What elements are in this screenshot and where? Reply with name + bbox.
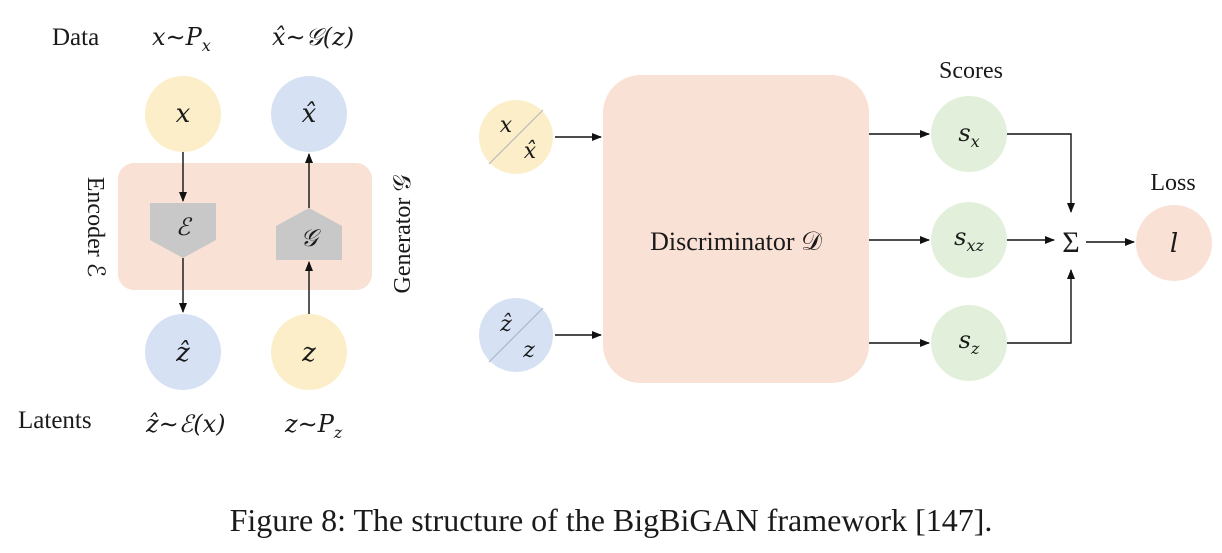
input-top-xhat: x̂ xyxy=(524,139,537,164)
loss-node xyxy=(1136,205,1212,281)
discriminator-block xyxy=(603,75,869,383)
scores-title: Scores xyxy=(939,58,1003,84)
score-sz xyxy=(931,305,1007,381)
figure-caption: Figure 8: The structure of the BigBiGAN … xyxy=(230,502,993,538)
discriminator-label: Discriminator 𝒟 xyxy=(650,227,822,256)
score-sxz-label: sxz xyxy=(954,223,984,255)
input-top-divider xyxy=(488,109,544,165)
latent-z-distribution: z∼Pz xyxy=(284,410,343,442)
latent-zhat-distribution: ẑ∼ℰ(x) xyxy=(145,410,226,438)
encoder-block xyxy=(150,203,216,258)
encoder-symbol: ℰ xyxy=(176,213,193,241)
input-top-x: x xyxy=(500,113,513,138)
node-zhat xyxy=(145,314,221,390)
node-x xyxy=(145,76,221,152)
score-sz-label: sz xyxy=(959,326,980,358)
input-bottom-z: z xyxy=(522,338,535,363)
input-bottom-divider xyxy=(488,307,544,363)
data-x-distribution: x∼Px xyxy=(152,23,211,55)
row-label-latents: Latents xyxy=(18,407,92,434)
node-x-label: x xyxy=(176,99,191,129)
generator-symbol: 𝒢 xyxy=(300,224,321,252)
arrow-sx-to-sum xyxy=(1007,133,1075,213)
data-xhat-distribution: x̂∼𝒢(z) xyxy=(272,23,354,51)
score-sx xyxy=(931,96,1007,172)
node-zhat-label: ẑ xyxy=(175,338,190,368)
generator-block xyxy=(276,208,342,260)
input-bottom-zhat: ẑ xyxy=(499,312,512,337)
sum-symbol: Σ xyxy=(1062,226,1079,259)
node-xhat xyxy=(271,76,347,152)
score-sx-label: sx xyxy=(958,119,979,151)
loss-symbol: l xyxy=(1170,229,1178,259)
loss-title: Loss xyxy=(1150,170,1195,196)
score-sxz xyxy=(931,202,1007,278)
row-label-data: Data xyxy=(52,24,99,51)
generator-side-label: Generator 𝒢 xyxy=(390,174,416,293)
node-z xyxy=(271,314,347,390)
arrow-sz-to-sum xyxy=(1007,269,1075,344)
node-xhat-label: x̂ xyxy=(302,99,317,129)
encoder-side-label: Encoder ℰ xyxy=(82,177,108,278)
node-z-label: z xyxy=(301,338,316,368)
